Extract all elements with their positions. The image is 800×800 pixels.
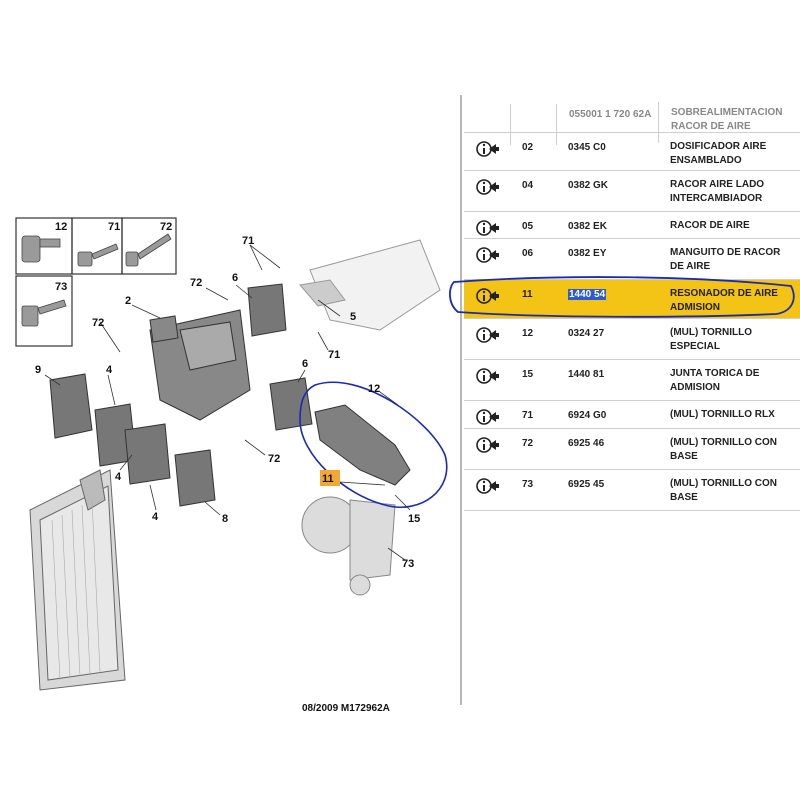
row-desc: RACOR AIRE LADO INTERCAMBIADOR [670, 179, 765, 204]
callout-72: 72 [268, 453, 280, 465]
row-ref: 6925 45 [568, 479, 605, 490]
air-doser [149, 309, 251, 421]
row-code: 11 [522, 289, 533, 300]
callout-73: 73 [55, 281, 67, 293]
row-code: 71 [522, 410, 534, 421]
row-ref: 0382 EY [568, 248, 607, 259]
row-ref: 6925 46 [568, 438, 605, 449]
callout-6: 6 [232, 272, 238, 284]
info-arrow-icon[interactable] [476, 436, 500, 454]
intake-manifold [299, 239, 441, 331]
callout-6: 6 [302, 358, 308, 370]
bolt-legend [15, 217, 177, 347]
table-row[interactable]: 72 6925 46 (MUL) TORNILLO CON BASE [464, 429, 800, 470]
callout-11-highlight [320, 470, 340, 486]
callout-4: 4 [152, 511, 159, 523]
row-desc: (MUL) TORNILLO RLX [670, 409, 775, 420]
callout-11: 11 [322, 473, 334, 485]
parts-table: 055001 1 720 62A SOBREALIMENTACION RACOR… [464, 95, 800, 511]
info-arrow-icon[interactable] [476, 477, 500, 495]
table-row[interactable]: 05 0382 EK RACOR DE AIRE [464, 212, 800, 239]
row-code: 04 [522, 180, 534, 191]
callout-2: 2 [125, 295, 131, 307]
callout-73: 73 [402, 558, 414, 570]
row-desc: RACOR DE AIRE [670, 220, 750, 231]
row-code: 12 [522, 328, 534, 339]
callout-9: 9 [35, 364, 41, 376]
header-ref: 055001 1 720 62A [556, 104, 665, 145]
callout-71: 71 [328, 349, 340, 361]
row-desc: (MUL) TORNILLO CON BASE [670, 478, 778, 503]
row-ref: 0382 EK [568, 221, 607, 232]
table-row[interactable]: 15 1440 81 JUNTA TORICA DE ADMISION [464, 360, 800, 401]
info-arrow-icon[interactable] [476, 326, 500, 344]
callout-72: 72 [92, 317, 104, 329]
bolt-icons [21, 233, 172, 327]
table-row[interactable]: 12 0324 27 (MUL) TORNILLO ESPECIAL [464, 319, 800, 360]
info-arrow-icon[interactable] [476, 408, 500, 426]
row-ref: 0324 27 [568, 328, 605, 339]
row-code: 02 [522, 142, 534, 153]
callout-4: 4 [106, 364, 113, 376]
row-code: 05 [522, 221, 534, 232]
panel-separator [460, 95, 462, 705]
info-arrow-icon[interactable] [476, 140, 500, 158]
callout-5: 5 [350, 311, 356, 323]
table-header: 055001 1 720 62A SOBREALIMENTACION RACOR… [464, 95, 800, 145]
turbocharger [301, 496, 396, 596]
table-row[interactable]: 06 0382 EY MANGUITO DE RACOR DE AIRE [464, 239, 800, 280]
callout-12: 12 [368, 383, 380, 395]
header-desc: SOBREALIMENTACION RACOR DE AIRE [658, 102, 795, 143]
exploded-parts-diagram: 12 71 72 73 2 6 71 72 5 72 71 9 4 6 12 7… [15, 217, 448, 714]
table-row[interactable]: 73 6925 45 (MUL) TORNILLO CON BASE [464, 470, 800, 511]
intercooler [29, 469, 126, 691]
air-resonator [314, 404, 411, 486]
row-ref: 6924 G0 [568, 410, 607, 421]
row-desc: MANGUITO DE RACOR DE AIRE [670, 247, 781, 272]
info-arrow-icon[interactable] [476, 178, 500, 196]
annotation-outline [299, 381, 448, 508]
row-code: 72 [522, 438, 534, 449]
row-ref: 0382 GK [568, 180, 609, 191]
callout-72: 72 [190, 277, 202, 289]
row-ref: 0345 C0 [568, 142, 606, 153]
callout-71: 71 [108, 221, 120, 233]
table-row[interactable]: 11 1440 54 RESONADOR DE AIRE ADMISION [464, 280, 800, 319]
info-arrow-icon[interactable] [476, 219, 500, 237]
row-desc: (MUL) TORNILLO CON BASE [670, 437, 778, 462]
table-row[interactable]: 02 0345 C0 DOSIFICADOR AIRE ENSAMBLADO [464, 133, 800, 171]
callout-15: 15 [408, 513, 420, 525]
row-code: 06 [522, 248, 534, 259]
callout-8: 8 [222, 513, 228, 525]
row-ref: 1440 81 [568, 369, 605, 380]
row-ref: 1440 54 [568, 289, 607, 300]
callout-71: 71 [242, 235, 254, 247]
row-code: 73 [522, 479, 534, 490]
row-code: 15 [522, 369, 534, 380]
callout-72: 72 [160, 221, 172, 233]
row-desc: DOSIFICADOR AIRE ENSAMBLADO [670, 141, 767, 166]
hoses [49, 283, 313, 507]
info-arrow-icon[interactable] [476, 246, 500, 264]
table-row[interactable]: 04 0382 GK RACOR AIRE LADO INTERCAMBIADOR [464, 171, 800, 212]
info-arrow-icon[interactable] [476, 287, 500, 305]
row-desc: (MUL) TORNILLO ESPECIAL [670, 327, 753, 352]
callout-4: 4 [115, 471, 122, 483]
table-row[interactable]: 71 6924 G0 (MUL) TORNILLO RLX [464, 401, 800, 429]
row-desc: JUNTA TORICA DE ADMISION [670, 368, 760, 393]
callout-12: 12 [55, 221, 67, 233]
diagram-footer-code: 08/2009 M172962A [302, 703, 390, 714]
info-arrow-icon[interactable] [476, 367, 500, 385]
row-desc: RESONADOR DE AIRE ADMISION [670, 288, 778, 313]
